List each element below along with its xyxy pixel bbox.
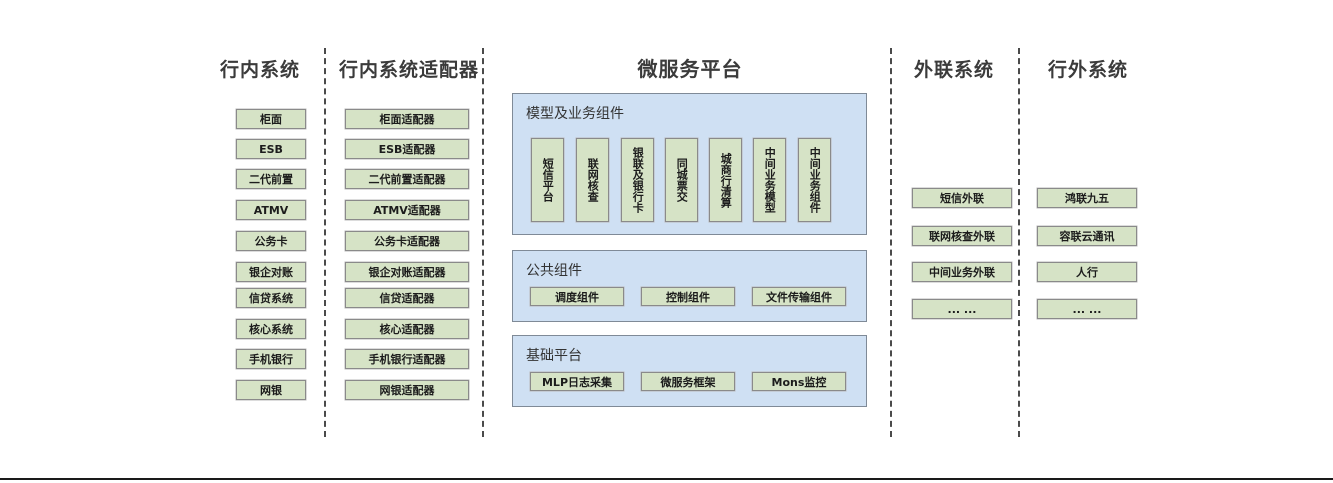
- node-internal-system[interactable]: 公务卡: [236, 231, 306, 251]
- node-public-component[interactable]: 文件传输组件: [752, 287, 846, 306]
- node-outside-system[interactable]: 容联云通讯: [1037, 226, 1137, 246]
- node-internal-adapter[interactable]: 核心适配器: [345, 319, 469, 339]
- node-external-link-system[interactable]: ... ...: [912, 299, 1012, 319]
- node-model-component[interactable]: 中间业务组件: [798, 138, 831, 222]
- column-title-internal-systems: 行内系统: [219, 59, 300, 81]
- node-internal-system[interactable]: ESB: [236, 139, 306, 159]
- node-external-link-system[interactable]: 短信外联: [912, 188, 1012, 208]
- node-outside-system[interactable]: ... ...: [1037, 299, 1137, 319]
- node-internal-adapter[interactable]: 柜面适配器: [345, 109, 469, 129]
- node-internal-system[interactable]: ATMV: [236, 200, 306, 220]
- node-internal-adapter[interactable]: 网银适配器: [345, 380, 469, 400]
- panel-base-platform: 基础平台: [512, 335, 867, 407]
- column-separator-2: [482, 48, 484, 437]
- node-external-link-system[interactable]: 联网核查外联: [912, 226, 1012, 246]
- node-base-platform-component[interactable]: Mons监控: [752, 372, 846, 391]
- node-outside-system[interactable]: 鸿联九五: [1037, 188, 1137, 208]
- column-title-internal-adapters: 行内系统适配器: [338, 59, 479, 81]
- panel-title-base-platform: 基础平台: [526, 348, 582, 364]
- node-internal-adapter[interactable]: ATMV适配器: [345, 200, 469, 220]
- node-model-component[interactable]: 银联及银行卡: [621, 138, 654, 222]
- node-internal-system[interactable]: 二代前置: [236, 169, 306, 189]
- node-internal-system[interactable]: 核心系统: [236, 319, 306, 339]
- panel-public-components: 公共组件: [512, 250, 867, 322]
- column-title-external-link-systems: 外联系统: [913, 59, 994, 81]
- node-public-component[interactable]: 调度组件: [530, 287, 624, 306]
- node-model-component[interactable]: 同城票交: [665, 138, 698, 222]
- node-external-link-system[interactable]: 中间业务外联: [912, 262, 1012, 282]
- node-model-component[interactable]: 中间业务模型: [753, 138, 786, 222]
- node-internal-adapter[interactable]: 银企对账适配器: [345, 262, 469, 282]
- panel-title-public-components: 公共组件: [526, 263, 582, 279]
- node-model-component[interactable]: 城商行清算: [709, 138, 742, 222]
- node-internal-system[interactable]: 信贷系统: [236, 288, 306, 308]
- node-base-platform-component[interactable]: MLP日志采集: [530, 372, 624, 391]
- column-title-microservice-platform: 微服务平台: [637, 57, 743, 81]
- node-internal-adapter[interactable]: 二代前置适配器: [345, 169, 469, 189]
- column-separator-4: [1018, 48, 1020, 437]
- node-internal-system[interactable]: 柜面: [236, 109, 306, 129]
- node-internal-adapter[interactable]: ESB适配器: [345, 139, 469, 159]
- node-internal-system[interactable]: 网银: [236, 380, 306, 400]
- panel-title-model-business-components: 模型及业务组件: [526, 106, 624, 122]
- column-title-outside-systems: 行外系统: [1047, 59, 1128, 81]
- node-model-component[interactable]: 短信平台: [531, 138, 564, 222]
- column-separator-1: [324, 48, 326, 437]
- node-internal-system[interactable]: 银企对账: [236, 262, 306, 282]
- node-public-component[interactable]: 控制组件: [641, 287, 735, 306]
- node-outside-system[interactable]: 人行: [1037, 262, 1137, 282]
- node-base-platform-component[interactable]: 微服务框架: [641, 372, 735, 391]
- node-internal-adapter[interactable]: 公务卡适配器: [345, 231, 469, 251]
- node-internal-adapter[interactable]: 手机银行适配器: [345, 349, 469, 369]
- column-separator-3: [890, 48, 892, 437]
- bottom-divider: [0, 478, 1333, 480]
- node-internal-system[interactable]: 手机银行: [236, 349, 306, 369]
- node-internal-adapter[interactable]: 信贷适配器: [345, 288, 469, 308]
- node-model-component[interactable]: 联网核查: [576, 138, 609, 222]
